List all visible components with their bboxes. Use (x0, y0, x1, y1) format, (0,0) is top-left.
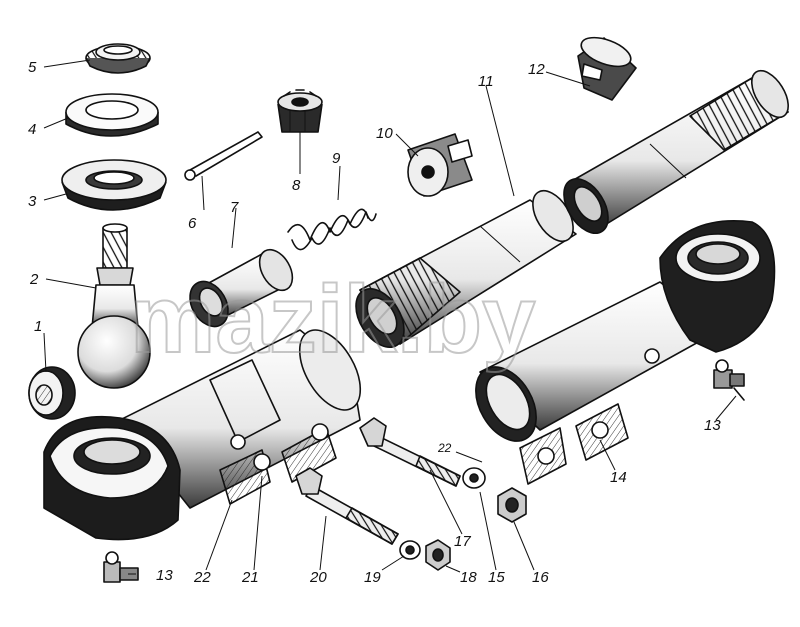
part-threaded-ring (85, 43, 151, 74)
label-part-13-left: 13 (156, 567, 173, 584)
part-spring-washer-upper (462, 467, 486, 489)
part-washer (65, 93, 159, 137)
label-part-19: 19 (364, 569, 381, 586)
label-part-17: 17 (454, 533, 471, 550)
clamp-lug-left-b (281, 423, 337, 483)
label-part-13-right: 13 (704, 417, 721, 434)
part-tie-rod-end-left (43, 329, 362, 541)
part-threaded-tube-left (355, 189, 577, 348)
label-part-22-left: 22 (193, 569, 211, 586)
part-slotted-insert-large (577, 36, 637, 101)
label-part-5: 5 (28, 59, 37, 76)
clamp-lug-right-b (575, 403, 629, 461)
part-spring-washer-lower (399, 540, 421, 560)
part-bolt-upper (359, 417, 461, 487)
part-grease-fitting-right (713, 359, 745, 401)
label-part-9: 9 (332, 150, 341, 167)
label-part-16: 16 (532, 569, 549, 586)
part-spring (287, 208, 377, 251)
label-part-10: 10 (376, 125, 393, 142)
clamp-lug-left-a (219, 449, 271, 505)
label-part-21: 21 (241, 569, 259, 586)
part-threaded-tube-right (563, 69, 789, 234)
label-part-12: 12 (528, 61, 545, 78)
label-part-11: 11 (478, 73, 494, 90)
part-hex-nut-upper (497, 487, 527, 523)
label-part-8: 8 (292, 177, 301, 194)
part-castle-nut (277, 89, 323, 133)
label-part-14: 14 (610, 469, 627, 486)
part-slotted-insert-small (407, 133, 473, 197)
label-part-18: 18 (460, 569, 477, 586)
label-part-7: 7 (230, 199, 239, 216)
part-bolt-lower (295, 467, 399, 545)
clamp-lug-right-a (519, 427, 567, 485)
part-grease-fitting-left (103, 551, 139, 583)
leader-lines (43, 59, 737, 575)
label-part-2: 2 (29, 271, 39, 288)
label-part-3: 3 (28, 193, 37, 210)
part-thrust-insert (28, 366, 76, 420)
label-part-15: 15 (488, 569, 505, 586)
part-cotter-pin (184, 131, 263, 181)
label-part-4: 4 (28, 121, 36, 138)
part-hex-nut-lower (425, 539, 451, 571)
watermark-text: mazik.by (130, 266, 536, 373)
label-part-1: 1 (34, 318, 42, 335)
label-part-6: 6 (188, 215, 197, 232)
label-part-20: 20 (309, 569, 327, 586)
label-part-22-right: 22 (437, 441, 452, 455)
part-dust-cover (61, 159, 167, 211)
part-ball-pin (77, 223, 151, 389)
part-tie-rod-end-right (475, 220, 776, 485)
callout-labels: 5 4 3 2 1 6 7 8 9 10 11 12 13 13 14 15 1… (28, 59, 721, 586)
part-bushing (189, 248, 294, 328)
